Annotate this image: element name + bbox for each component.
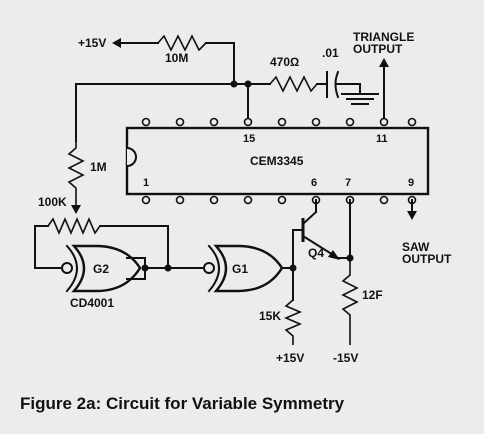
label-line: OUTPUT <box>402 252 452 266</box>
wire-10m-to-node <box>205 42 235 85</box>
plus15v-top-arrow <box>112 38 121 48</box>
pin11-label: 11 <box>376 133 388 145</box>
figure-caption: Figure 2a: Circuit for Variable Symmetry <box>20 394 345 413</box>
pin15-label: 15 <box>243 133 255 145</box>
gate-g1-label: G1 <box>232 262 248 276</box>
pin7-label: 7 <box>345 177 351 189</box>
chip-notch <box>126 147 137 167</box>
wire-cap-to-ground <box>335 83 361 94</box>
capacitor-label: .01 <box>322 46 339 60</box>
resistor-12f-label: 12F <box>362 288 383 302</box>
resistor-15k <box>283 299 303 345</box>
ic-cd4001-label: CD4001 <box>70 296 114 310</box>
wire-pot-right <box>99 225 169 269</box>
g2-inversion-bubble <box>61 262 73 274</box>
junction-pin7 <box>346 254 354 262</box>
ground-symbol <box>341 93 379 105</box>
resistor-1m-label: 1M <box>90 160 107 174</box>
gate-g2 <box>61 244 142 293</box>
pot-wiper-arrow <box>71 205 81 214</box>
transistor-q4-label: Q4 <box>308 246 324 260</box>
pin6-label: 6 <box>311 177 317 189</box>
resistor-10m-label: 10M <box>165 51 188 65</box>
chip-name-label: CEM3345 <box>250 154 304 168</box>
minus15v-label: -15V <box>333 351 358 365</box>
junction-g2-inputs <box>141 264 149 272</box>
resistor-15k-label: 15K <box>259 309 281 323</box>
wire-g2-input-b <box>126 267 146 280</box>
resistor-12f <box>341 261 359 345</box>
saw-output-arrow <box>407 211 417 220</box>
plus15v-bottom-label: +15V <box>276 351 304 365</box>
triangle-output-arrow <box>379 58 389 67</box>
wire-pot-loop-left <box>34 225 61 269</box>
chip-top-pins <box>141 117 417 127</box>
junction-g1-out <box>289 264 297 272</box>
gate-g1 <box>203 244 284 293</box>
q4-collector-leg <box>301 210 318 226</box>
g1-inversion-bubble <box>203 262 215 274</box>
gate-g2-label: G2 <box>93 262 109 276</box>
pin1-label: 1 <box>143 177 149 189</box>
chip-bottom-pins <box>141 195 417 205</box>
resistor-470-label: 470Ω <box>270 55 299 69</box>
resistor-1m <box>67 141 85 206</box>
resistor-10m <box>157 34 207 52</box>
potentiometer-100k <box>47 216 101 236</box>
wire-g2-input-a <box>126 257 169 269</box>
wire-top-main <box>75 83 271 142</box>
plus15v-top-label: +15V <box>78 36 106 50</box>
pin9-label: 9 <box>408 177 414 189</box>
resistor-100k-label: 100K <box>38 195 67 209</box>
label-line: OUTPUT <box>353 42 403 56</box>
resistor-470 <box>269 75 318 93</box>
